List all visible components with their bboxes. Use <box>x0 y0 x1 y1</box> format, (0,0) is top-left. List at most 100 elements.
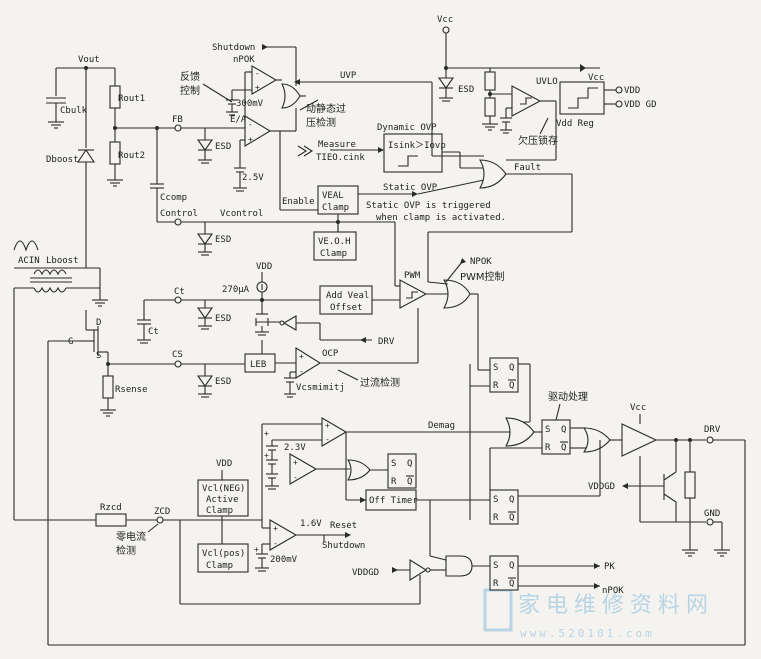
dyn-ovp-label: Dynamic OVP <box>377 123 437 133</box>
vcsmimitj-label: Vcsmimitj <box>296 383 345 393</box>
fault-label: Fault <box>514 163 541 173</box>
vdd-ct-label: VDD <box>256 262 272 272</box>
svg-text:-: - <box>255 69 260 78</box>
lboost-label: Lboost <box>46 256 79 266</box>
uvp-label: UVP <box>340 71 357 81</box>
esd-control-label: ESD <box>215 235 231 245</box>
ocp-section: LEB + - OCP Vcsmimitj 过流检测 <box>244 308 419 398</box>
ovp-detect-cn-1: 动静态过 <box>306 102 346 115</box>
sr3-r: R <box>493 513 499 523</box>
uvlo-section: Vcc ESD UVLO Vcc Vdd Reg <box>427 15 657 282</box>
latch-driver-section: S Q R Q Demag S Q R Q 驱动处理 Vcc <box>346 357 745 557</box>
esd-fb-label: ESD <box>215 142 231 152</box>
ct-cap-label: Ct <box>148 327 159 337</box>
reset-label: Reset <box>330 521 357 531</box>
vcontrol-label: Vcontrol <box>220 209 263 219</box>
boost-output-section: Vout Cbulk Dboost Rout1 Rout2 FB Ccomp <box>46 55 395 256</box>
svg-text:+: + <box>325 421 330 430</box>
rsense-label: Rsense <box>115 385 148 395</box>
svg-text:+: + <box>273 524 278 533</box>
vcl-neg-label-3: Clamp <box>206 506 233 516</box>
shutdown-zcd-label: Shutdown <box>322 541 365 551</box>
offset-label: Offset <box>330 303 363 313</box>
demag-label: Demag <box>428 421 455 431</box>
control-label: Control <box>160 209 198 219</box>
svg-text:+: + <box>248 135 253 144</box>
sr5-qb: Q <box>509 579 514 589</box>
vout-label: Vout <box>78 55 100 65</box>
v200-label: 200mV <box>270 555 298 565</box>
gnd-label: GND <box>704 509 720 519</box>
i270-label: 270μA <box>222 285 250 295</box>
fb-label: FB <box>172 115 183 125</box>
esd-vcc-label: ESD <box>458 85 474 95</box>
pwm-section: Ct Ct ESD VDD 270μA DRV <box>137 257 505 371</box>
zcd-cn-2: 检测 <box>116 544 136 557</box>
zcd-section: + - + 2.3V + + - S Q R Q Off Timer <box>14 417 624 605</box>
off-timer-label: Off Timer <box>369 496 418 506</box>
v300-label: 300mV <box>236 99 264 109</box>
vddgd-left-label: VDDGD <box>352 568 379 578</box>
ocp-detect-cn: 过流检测 <box>360 376 400 389</box>
vcl-pos-label-2: Clamp <box>206 561 233 571</box>
vcl-neg-label-2: Active <box>206 495 239 505</box>
rzcd-label: Rzcd <box>100 503 122 513</box>
static-ovp-label: Static OVP <box>383 183 438 193</box>
acin-mosfet-section: ACIN Lboost D G S CS Rsense <box>13 225 746 646</box>
svg-text:+: + <box>299 352 304 361</box>
watermark-url: www.520101.com <box>520 627 655 640</box>
acin-label: ACIN <box>18 256 40 266</box>
sr4-qb: Q <box>407 477 412 487</box>
drain-label: D <box>96 318 101 328</box>
sr4-s: S <box>391 459 396 469</box>
isink-iovp-label: Isink＞Iovp <box>388 141 446 151</box>
ovp-detect-cn-2: 压检测 <box>306 116 336 129</box>
sr5-r: R <box>493 579 499 589</box>
npok-label: nPOK <box>233 55 255 65</box>
svg-text:+: + <box>264 451 269 460</box>
enable-label: Enable <box>282 197 315 207</box>
sr3-s: S <box>493 495 498 505</box>
feedback-cn-1: 反馈 <box>180 70 200 83</box>
sr4-q: Q <box>407 459 412 469</box>
sr2-q: Q <box>561 425 566 435</box>
veal-label: VEAL <box>322 191 344 201</box>
shutdown-label: Shutdown <box>212 43 255 53</box>
zcd-cn-1: 零电流 <box>116 530 146 543</box>
watermark: 家电维修资料网 www.520101.com <box>483 588 714 640</box>
drive-cn: 驱动处理 <box>548 391 588 403</box>
sr3-q: Q <box>509 495 514 505</box>
source-label: S <box>96 351 101 361</box>
zcd-label: ZCD <box>154 507 170 517</box>
tieo-label: TIEO.cink <box>316 153 365 163</box>
vcc-label: Vcc <box>437 15 453 25</box>
add-veal-label: Add Veal <box>326 291 369 301</box>
sr1-q: Q <box>509 363 514 373</box>
svg-text:+: + <box>264 429 269 438</box>
vdd-vclneg-label: VDD <box>216 459 232 469</box>
vcc-uvlo-label: Vcc <box>588 73 604 83</box>
sr5-s: S <box>493 561 498 571</box>
pk-label: PK <box>604 562 615 572</box>
vdd-reg-label: Vdd Reg <box>556 119 594 129</box>
vcc-drv-label: Vcc <box>630 403 646 413</box>
pwm-ctrl-cn: PWM控制 <box>460 270 505 283</box>
v25-label: 2.5V <box>242 173 264 183</box>
watermark-text: 家电维修资料网 <box>518 593 714 618</box>
rout2-label: Rout2 <box>118 151 145 161</box>
sr3-qb: Q <box>509 513 514 523</box>
svg-text:-: - <box>299 367 304 376</box>
drv-out-label: DRV <box>704 425 721 435</box>
leb-label: LEB <box>250 360 266 370</box>
rout1-label: Rout1 <box>118 94 145 104</box>
sr2-s: S <box>545 425 550 435</box>
v16-label: 1.6V <box>300 519 322 529</box>
sr2-r: R <box>545 443 551 453</box>
uvlo-label: UVLO <box>536 77 558 87</box>
static-ovp-note-1: Static OVP is triggered <box>366 201 491 211</box>
ocp-label: OCP <box>322 349 339 359</box>
error-amplifier-section: 反馈 控制 ESD E/A - + 2.5V nPOK - + 300mV <box>180 43 506 287</box>
gate-label: G <box>68 337 73 347</box>
svg-text:-: - <box>273 539 278 548</box>
pwm-label: PWM <box>404 271 421 281</box>
